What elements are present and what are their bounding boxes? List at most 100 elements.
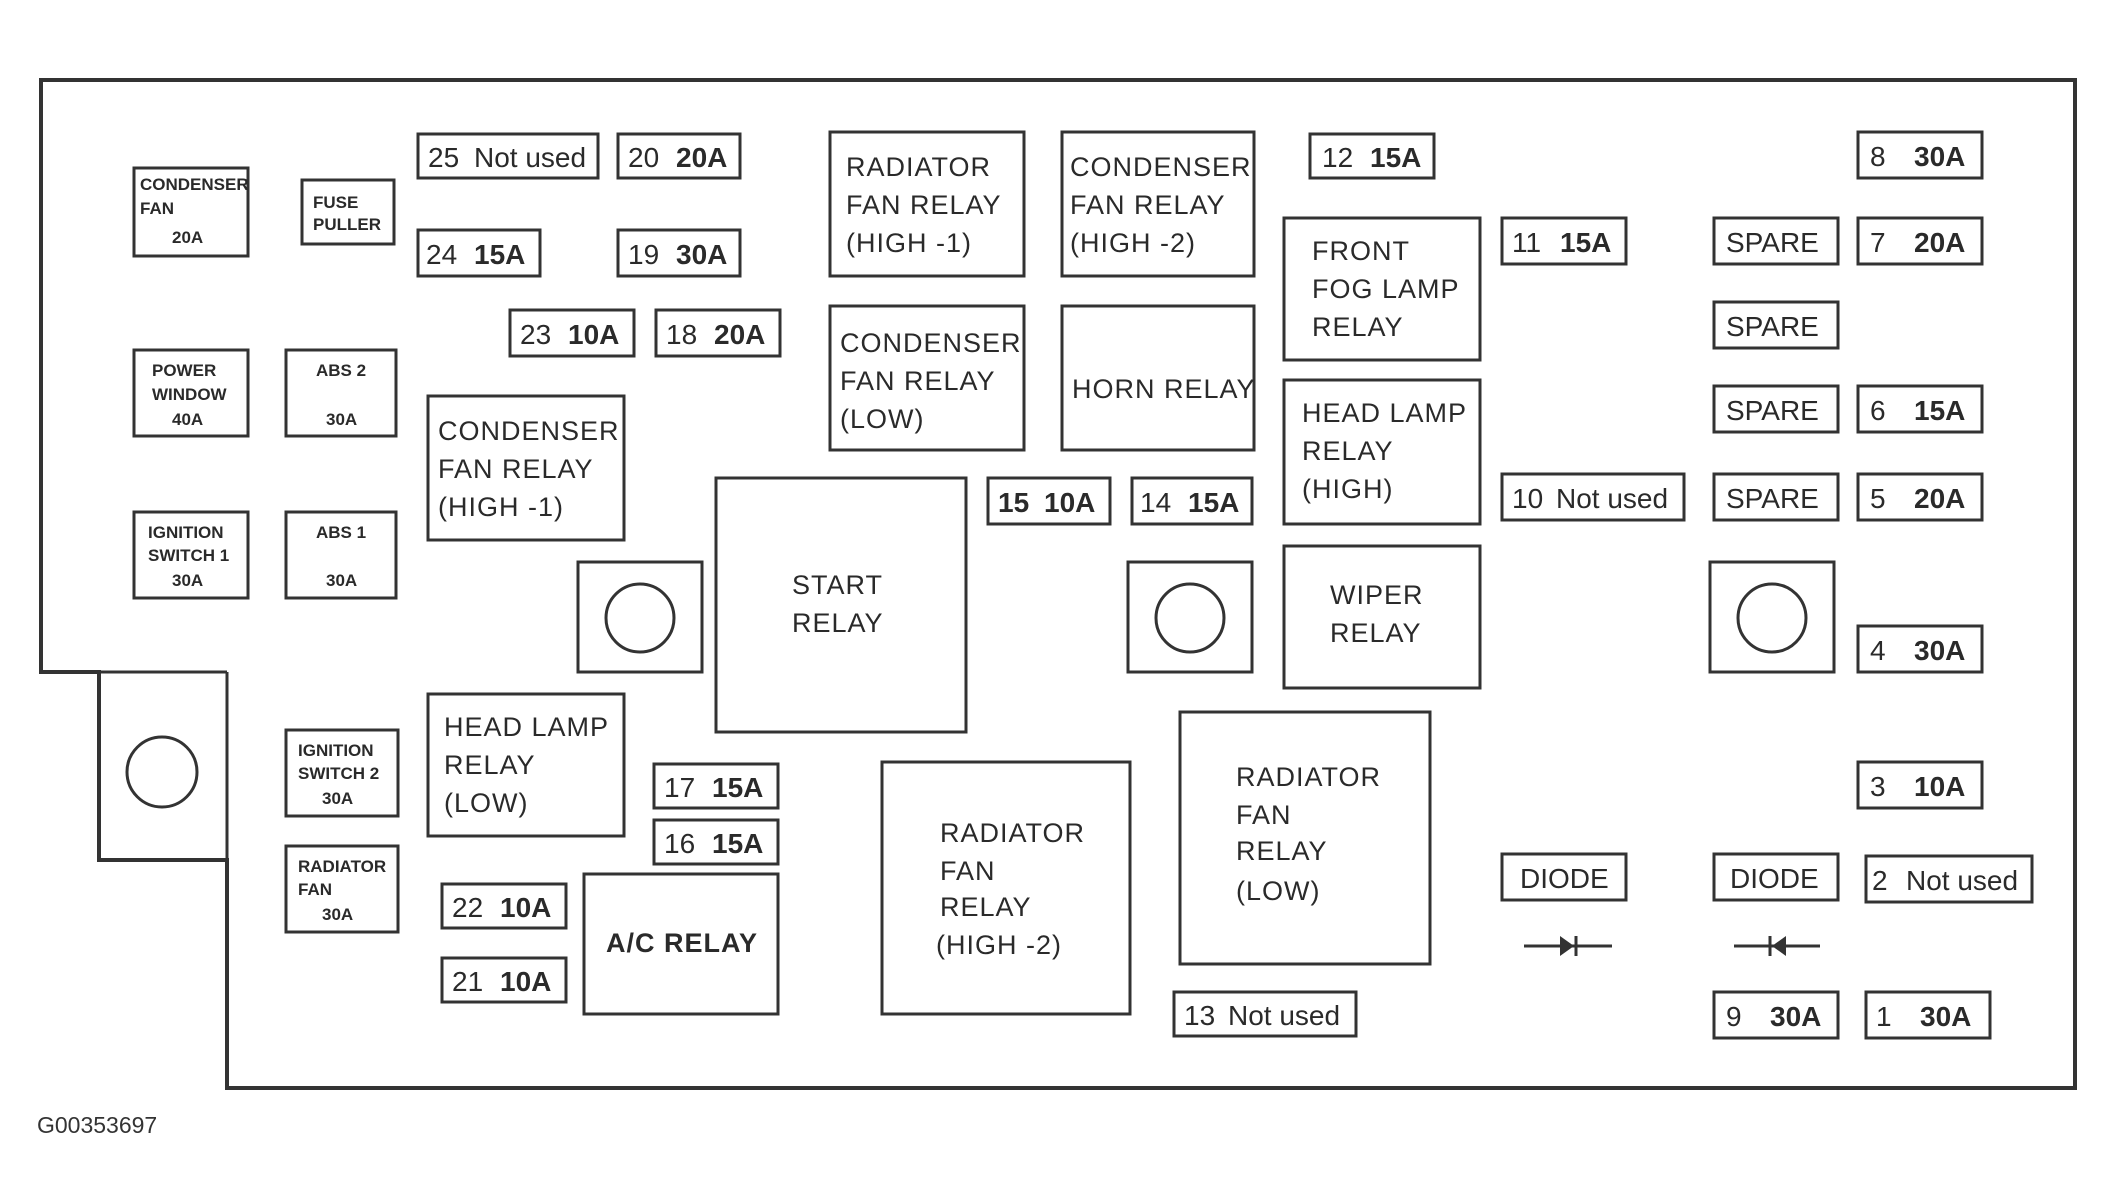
mounting-boss-2 — [1126, 560, 1254, 674]
fuse-number: 7 — [1870, 227, 1886, 258]
fuse-ignition-switch-1[interactable]: IGNITION SWITCH 1 30A — [132, 510, 250, 600]
fuse-rating: 20A — [714, 319, 765, 350]
fuse-rating: 15A — [712, 828, 763, 859]
relay-start[interactable]: START RELAY — [714, 476, 968, 734]
fuse-23[interactable]: 23 10A — [508, 308, 636, 358]
relay-head-lamp-low[interactable]: HEAD LAMP RELAY (LOW) — [426, 692, 626, 838]
relay-label: RELAY — [444, 750, 536, 780]
relay-label: FOG LAMP — [1312, 274, 1460, 304]
fuse-16[interactable]: 16 15A — [652, 818, 780, 866]
fuse-number: 10 — [1512, 483, 1543, 514]
fuse-4[interactable]: 4 30A — [1856, 624, 1984, 674]
fuse-1[interactable]: 1 30A — [1864, 990, 1992, 1040]
fuse-rating: 15A — [1914, 395, 1965, 426]
relay-label: (LOW) — [840, 404, 924, 434]
fuse-puller-label: PULLER — [313, 215, 381, 234]
fuse-number: 3 — [1870, 771, 1886, 802]
relay-label: FAN RELAY — [438, 454, 594, 484]
fuse-condenser-fan[interactable]: CONDENSER FAN 20A — [132, 166, 250, 258]
relay-label: RELAY — [940, 892, 1032, 922]
relay-label: FAN RELAY — [840, 366, 996, 396]
fuse-rating: 20A — [676, 142, 727, 173]
relay-ac[interactable]: A/C RELAY — [582, 872, 780, 1016]
fuse-2[interactable]: 2 Not used — [1864, 854, 2034, 904]
fuse-abs1[interactable]: ABS 1 30A — [284, 510, 398, 600]
fuse-8[interactable]: 8 30A — [1856, 130, 1984, 180]
relay-radiator-fan-low[interactable]: RADIATOR FAN RELAY (LOW) — [1178, 710, 1432, 966]
fuse-19[interactable]: 19 30A — [616, 228, 742, 278]
relay-label: FAN RELAY — [1070, 190, 1226, 220]
fuse-label: FAN — [140, 199, 174, 218]
relay-label: RELAY — [1330, 618, 1422, 648]
diode-1[interactable]: DIODE — [1500, 852, 1628, 902]
relay-label: CONDENSER — [438, 416, 620, 446]
fuse-6[interactable]: 6 15A — [1856, 384, 1984, 434]
relay-label: RELAY — [1236, 836, 1328, 866]
fuse-5[interactable]: 5 20A — [1856, 472, 1984, 522]
fuse-21[interactable]: 21 10A — [440, 956, 568, 1004]
fuse-9[interactable]: 9 30A — [1712, 990, 1840, 1040]
fuse-puller-label: FUSE — [313, 193, 358, 212]
fuse-rating: 15A — [1560, 227, 1611, 258]
figure-id: G00353697 — [37, 1112, 158, 1138]
fuse-number: 2 — [1872, 865, 1888, 896]
fuse-rating: 15A — [712, 772, 763, 803]
fuse-rating: Not used — [1906, 865, 2018, 896]
fuse-power-window[interactable]: POWER WINDOW 40A — [132, 348, 250, 438]
spare-slot-4[interactable]: SPARE — [1712, 472, 1840, 522]
relay-condenser-fan-low[interactable]: CONDENSER FAN RELAY (LOW) — [828, 304, 1026, 452]
fuse-rating: 40A — [172, 410, 203, 429]
fuse-number: 9 — [1726, 1001, 1742, 1032]
relay-condenser-fan-high-2[interactable]: CONDENSER FAN RELAY (HIGH -2) — [1060, 130, 1256, 278]
fuse-25[interactable]: 25 Not used — [416, 132, 600, 180]
fuse-number: 8 — [1870, 141, 1886, 172]
spare-slot-3[interactable]: SPARE — [1712, 384, 1840, 434]
relay-label: (HIGH -2) — [936, 930, 1062, 960]
diode-label: DIODE — [1520, 863, 1609, 894]
diode-symbol-1 — [1524, 936, 1612, 956]
relay-label: FAN — [1236, 800, 1292, 830]
relay-horn[interactable]: HORN RELAY — [1060, 304, 1256, 452]
relay-wiper[interactable]: WIPER RELAY — [1282, 544, 1482, 690]
fuse-10[interactable]: 10 Not used — [1500, 472, 1686, 522]
fuse-rating: Not used — [474, 142, 586, 173]
fuse-rating: 30A — [1770, 1001, 1821, 1032]
fuse-rating: 10A — [1914, 771, 1965, 802]
fuse-24[interactable]: 24 15A — [416, 228, 542, 278]
fuse-13[interactable]: 13 Not used — [1172, 990, 1358, 1038]
spare-slot-2[interactable]: SPARE — [1712, 300, 1840, 350]
relay-head-lamp-high[interactable]: HEAD LAMP RELAY (HIGH) — [1282, 378, 1482, 526]
fuse-11[interactable]: 11 15A — [1500, 216, 1628, 266]
relay-label: (HIGH -2) — [1070, 228, 1196, 258]
relay-label: FRONT — [1312, 236, 1410, 266]
fuse-20[interactable]: 20 20A — [616, 132, 742, 180]
fuse-17[interactable]: 17 15A — [652, 762, 780, 810]
fuse-7[interactable]: 7 20A — [1856, 216, 1984, 266]
fuse-14[interactable]: 14 15A — [1130, 476, 1254, 526]
fuse-3[interactable]: 3 10A — [1856, 760, 1984, 810]
relay-label: HEAD LAMP — [444, 712, 609, 742]
fuse-number: 6 — [1870, 395, 1886, 426]
fuse-abs2[interactable]: ABS 2 30A — [284, 348, 398, 438]
fuse-number: 11 — [1512, 227, 1541, 258]
relay-front-fog-lamp[interactable]: FRONT FOG LAMP RELAY — [1282, 216, 1482, 362]
relay-label: WIPER — [1330, 580, 1424, 610]
fuse-ignition-switch-2[interactable]: IGNITION SWITCH 2 30A — [284, 728, 400, 818]
fuse-15[interactable]: 15 10A — [986, 476, 1112, 526]
diode-2[interactable]: DIODE — [1712, 852, 1840, 902]
spare-slot-1[interactable]: SPARE — [1712, 216, 1840, 266]
relay-condenser-fan-high-1[interactable]: CONDENSER FAN RELAY (HIGH -1) — [426, 394, 626, 542]
fuse-18[interactable]: 18 20A — [654, 308, 782, 358]
fuse-radiator-fan[interactable]: RADIATOR FAN 30A — [284, 844, 400, 934]
fuse-puller[interactable]: FUSE PULLER — [300, 178, 396, 246]
relay-label: RELAY — [1302, 436, 1394, 466]
relay-radiator-fan-high-1[interactable]: RADIATOR FAN RELAY (HIGH -1) — [828, 130, 1026, 278]
fuse-number: 21 — [452, 966, 483, 997]
relay-label: START — [792, 570, 883, 600]
fuse-12[interactable]: 12 15A — [1308, 132, 1436, 180]
fuse-22[interactable]: 22 10A — [440, 882, 568, 930]
relay-label: HORN RELAY — [1072, 374, 1256, 404]
fuse-rating: 30A — [326, 410, 357, 429]
relay-radiator-fan-high-2[interactable]: RADIATOR FAN RELAY (HIGH -2) — [880, 760, 1132, 1016]
